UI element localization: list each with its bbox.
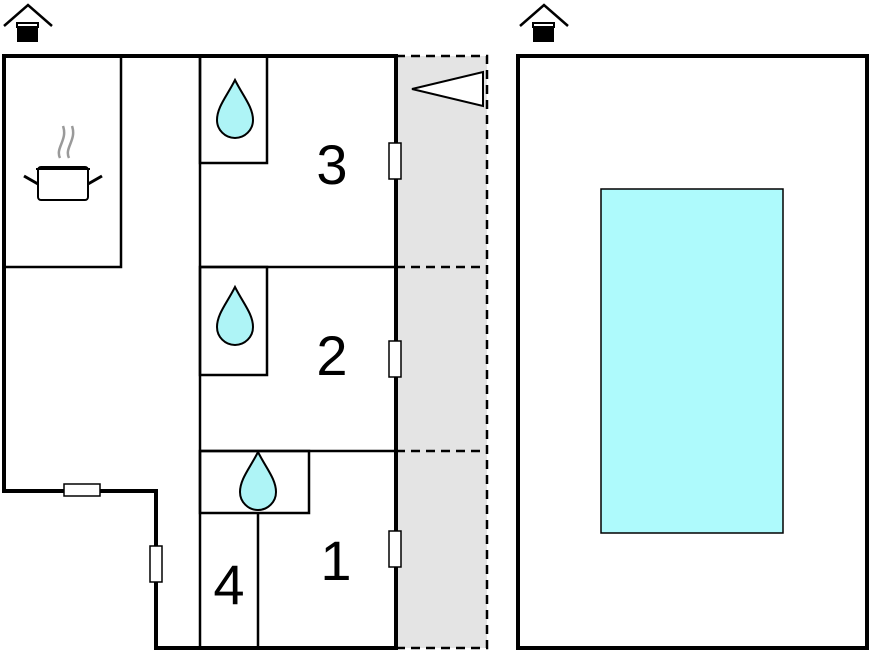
window [149,545,163,583]
room-label-1: 1 [320,529,351,592]
water-drop-icon [215,284,255,346]
room-label-2: 2 [316,324,347,387]
bathroom-3 [198,54,269,165]
window [388,530,402,568]
room-label-4: 4 [213,553,244,616]
terrace [396,56,487,648]
window [63,483,101,497]
cooking-pot-icon [23,125,103,201]
kitchen-area [2,54,123,269]
window [388,142,402,180]
triangle-icon [411,70,484,108]
water-drop-icon [238,449,278,511]
swimming-pool [600,188,784,534]
bathroom-1 [198,449,311,515]
window [388,340,402,378]
outdoor-area [516,54,869,650]
house-icon [519,3,569,42]
room-label-3: 3 [316,133,347,196]
water-drop-icon [215,77,255,139]
house-icon [3,3,53,42]
bathroom-2 [198,265,269,377]
outer-wall [2,54,398,650]
